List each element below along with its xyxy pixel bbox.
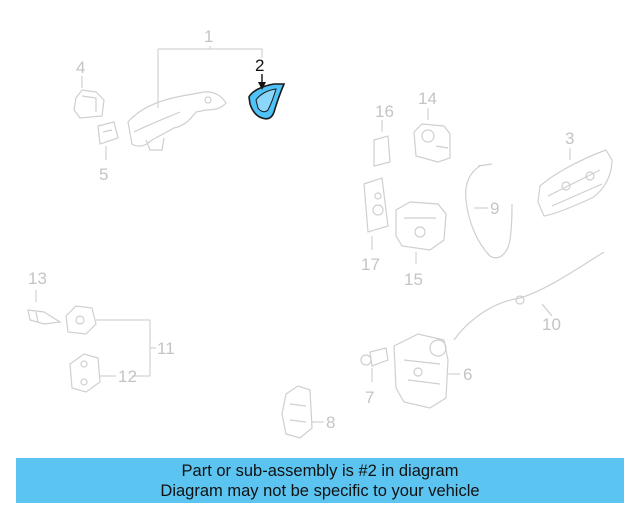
callout-2-leader — [258, 74, 266, 90]
outside-handle — [127, 91, 227, 151]
part-17-plate — [363, 177, 389, 233]
part-14-striker — [413, 123, 451, 163]
part-13-screw — [27, 309, 62, 325]
callout-6[interactable]: 6 — [463, 365, 472, 384]
callout-15[interactable]: 15 — [404, 270, 423, 289]
diagram-notice-banner: Part or sub-assembly is #2 in diagram Di… — [16, 458, 624, 503]
part-10-rod — [453, 251, 605, 341]
part-12-seal — [69, 353, 101, 393]
callout-3[interactable]: 3 — [565, 129, 574, 148]
part-6-latch — [393, 333, 449, 409]
callout-14[interactable]: 14 — [418, 89, 437, 108]
callout-2[interactable]: 2 — [255, 56, 264, 75]
callout-13[interactable]: 13 — [28, 269, 47, 288]
callout-7[interactable]: 7 — [365, 388, 374, 407]
callout-9[interactable]: 9 — [490, 199, 499, 218]
part-3-trim — [537, 149, 613, 217]
callout-4[interactable]: 4 — [76, 58, 85, 77]
part-2-escutcheon[interactable] — [248, 83, 286, 120]
part-8-actuator — [281, 385, 313, 439]
callout-1-leader — [157, 46, 263, 108]
part-16-pad — [373, 135, 391, 167]
part-11-plate — [65, 305, 97, 335]
callout-16[interactable]: 16 — [375, 102, 394, 121]
callout-5[interactable]: 5 — [99, 165, 108, 184]
part-15-hinge — [395, 201, 447, 251]
callout-17[interactable]: 17 — [361, 255, 380, 274]
callout-10[interactable]: 10 — [542, 315, 561, 334]
part-7-bolt — [360, 347, 389, 367]
callout-1[interactable]: 1 — [204, 27, 213, 46]
callout-12[interactable]: 12 — [118, 367, 137, 386]
callout-8[interactable]: 8 — [326, 413, 335, 432]
callout-11[interactable]: 11 — [157, 339, 175, 358]
part-notice-text: Part or sub-assembly is #2 in diagram — [181, 462, 459, 480]
part-9-cable — [465, 163, 513, 259]
part-5-cap — [97, 121, 119, 145]
part-4-bracket — [73, 89, 105, 119]
vehicle-disclaimer-text: Diagram may not be specific to your vehi… — [160, 482, 480, 500]
